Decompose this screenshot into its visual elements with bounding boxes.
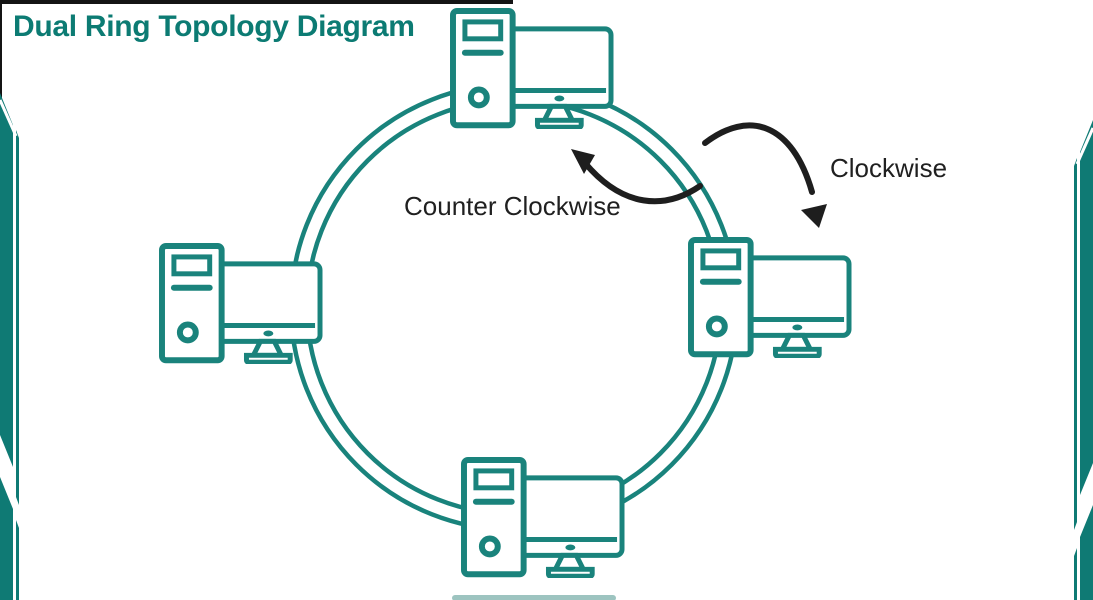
bottom-cropped-bar xyxy=(452,595,616,600)
computer-node-right xyxy=(688,237,852,359)
top-edge-border xyxy=(0,0,513,4)
clockwise-arrow-icon xyxy=(702,122,827,228)
page-title: Dual Ring Topology Diagram xyxy=(13,10,415,43)
computer-node-bottom xyxy=(461,457,625,579)
computer-node-top xyxy=(450,8,614,130)
left-ribbon-decoration xyxy=(0,93,19,600)
right-ribbon-decoration xyxy=(1074,120,1093,600)
computer-node-left xyxy=(159,243,323,365)
counter-clockwise-label: Counter Clockwise xyxy=(404,191,621,221)
left-edge-border xyxy=(0,0,2,100)
counter-clockwise-arrow-icon xyxy=(571,149,703,205)
clockwise-label: Clockwise xyxy=(830,153,948,183)
